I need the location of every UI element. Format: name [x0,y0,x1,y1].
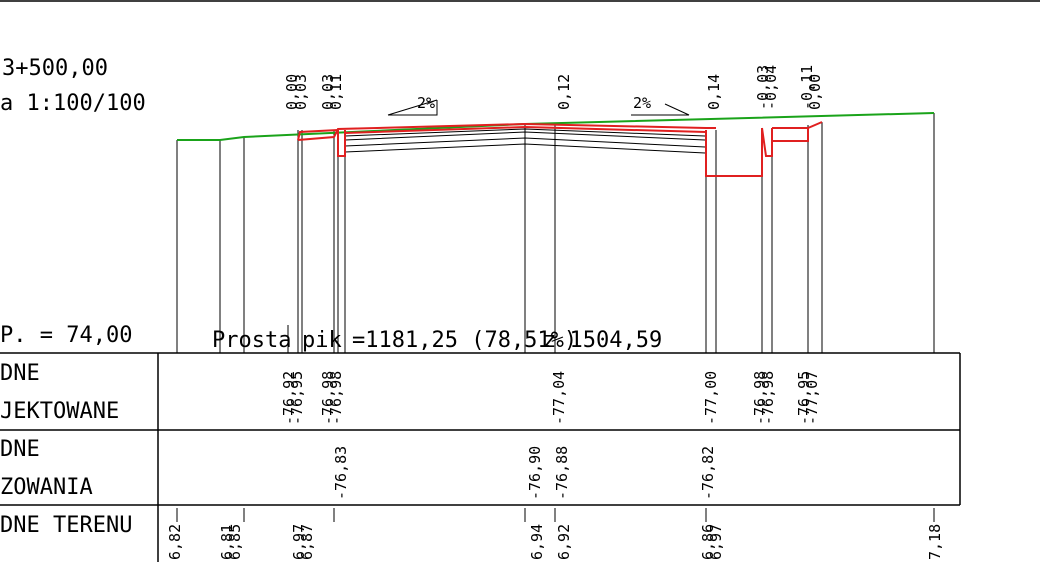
formation-value: -76,82 [699,446,717,500]
terrain-value: 6,94 [528,524,546,560]
top-height-label: 0,14 [705,74,723,110]
projected-value: -76,98 [319,371,337,425]
row3-title-line1: DNE TERENU [0,513,132,538]
row1-title-line1: DNE [0,361,40,386]
alignment-info: =1181,25 (78,51%) [352,328,577,353]
terrain-value: 6,86 [699,524,717,560]
slope-left-label: 2% [417,94,435,112]
slope-hypotenuse [387,99,438,116]
row-formation-values: -76,83 -76,90 -76,88 -76,82 [332,446,717,500]
alignment-vertical: pik [302,328,342,353]
slope-marker-left: 2% [387,94,438,116]
terrain-value: 6,92 [555,524,573,560]
top-height-label: 0,00 [283,74,301,110]
projected-value: -76,98 [751,371,769,425]
projected-value: -76,95 [795,371,813,425]
row2-title-line1: DNE [0,437,40,462]
top-height-label: 0,03 [292,74,310,110]
top-height-label: 0,03 [319,74,337,110]
station-label: 3+500,00 [2,56,108,81]
row1-title-line2: JEKTOWANE [0,399,119,424]
projected-value: -77,00 [702,371,720,425]
top-height-label: -0,03 [754,65,772,110]
terrain-value: 6,97 [707,524,725,560]
formation-value: -76,90 [526,446,544,500]
row2-title-line2: ZOWANIA [0,475,93,500]
alignment-geometry: Prosta [212,328,291,353]
formation-value: -76,83 [332,446,350,500]
projected-value: -77,04 [550,371,568,425]
row-projected-values: -76,92-76,95-76,98-76,98-77,04-77,00-76,… [280,371,821,425]
top-height-label: 0,00 [806,74,824,110]
slope-triangle [631,103,690,116]
terrain-line [177,112,935,141]
formation-value: -76,88 [553,446,571,500]
projected-value: -76,92 [280,371,298,425]
scale-label: a 1:100/100 [0,91,146,116]
top-height-label: 0,11 [327,74,345,110]
terrain-value: 6,97 [290,524,308,560]
terrain-value: 6,87 [298,524,316,560]
pavement-layers [344,128,706,154]
alignment-z: z 1504,59 [543,328,662,353]
projected-value: -76,98 [759,371,777,425]
slope-right-label: 2% [633,94,651,112]
terrain-value: 6,81 [218,524,236,560]
projected-value: -76,98 [327,371,345,425]
data-table-grid [0,352,961,562]
design-line [297,121,823,177]
top-height-label: -0,04 [762,65,780,110]
terrain-value: 7,18 [926,524,944,560]
top-height-label: -0,11 [798,65,816,110]
projected-value: -76,95 [288,371,306,425]
top-height-label: 0,12 [555,74,573,110]
terrain-value: 6,85 [226,524,244,560]
datum-label: P. = 74,00 [0,323,132,348]
slope-marker-right: 2% [631,94,690,116]
terrain-value: 6,82 [166,524,184,560]
slope-triangle [388,100,438,116]
projected-value: -77,07 [803,371,821,425]
station-drop-lines [176,113,935,353]
